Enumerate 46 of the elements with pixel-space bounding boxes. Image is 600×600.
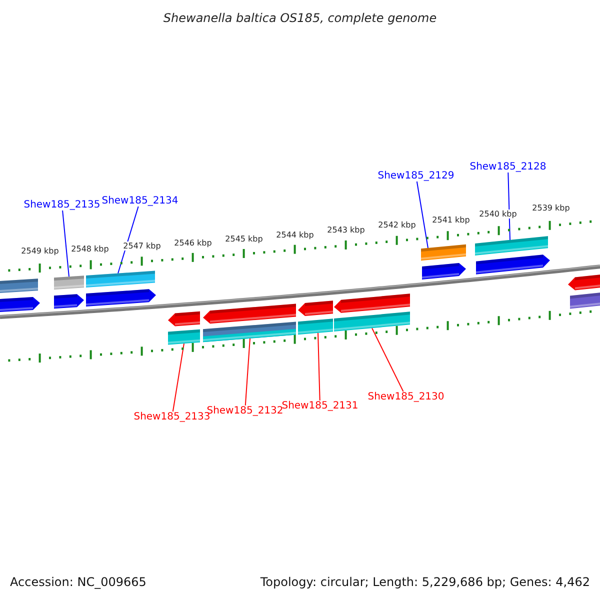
leader-line	[508, 172, 510, 240]
gene-label: Shew185_2134	[100, 196, 180, 206]
gene-block	[298, 318, 333, 335]
gene-label: Shew185_2133	[132, 412, 212, 422]
scale-label: 2544 kbp	[275, 230, 315, 240]
gene-block	[475, 236, 548, 256]
gene-block	[0, 278, 38, 294]
scale-label: 2542 kbp	[377, 220, 417, 230]
gene-block	[421, 244, 466, 261]
leader-line	[62, 210, 70, 278]
leader-line	[244, 338, 250, 406]
gene-block	[168, 311, 200, 326]
gene-block	[0, 296, 40, 312]
leader-line	[372, 328, 404, 392]
scale-label: 2543 kbp	[326, 226, 366, 234]
gene-block	[203, 304, 296, 324]
scale-label: 2539 kbp	[531, 204, 571, 212]
scale-label: 2549 kbp	[20, 246, 60, 256]
leader-line	[172, 343, 184, 412]
accession-text: Accession: NC_009665	[10, 575, 146, 589]
gene-block	[54, 276, 84, 290]
gene-block	[54, 294, 84, 309]
scale-label: 2541 kbp	[431, 216, 471, 224]
leader-line	[318, 332, 320, 401]
gene-label: Shew185_2129	[376, 170, 456, 182]
scale-label: 2548 kbp	[70, 244, 110, 254]
gene-block	[86, 289, 156, 307]
gene-block	[298, 300, 333, 316]
genome-info-text: Topology: circular; Length: 5,229,686 bp; Genes: 4,462	[260, 575, 590, 589]
leader-line	[118, 206, 139, 274]
gene-block	[168, 329, 200, 345]
gene-block	[203, 322, 296, 342]
scale-label: 2545 kbp	[224, 234, 264, 244]
gene-block	[568, 274, 600, 290]
gene-label: Shew185_2128	[468, 162, 548, 172]
title: Shewanella baltica OS185, complete genome	[163, 11, 437, 25]
leader-line	[416, 181, 428, 248]
scale-label: 2540 kbp	[478, 210, 518, 218]
gene-label: Shew185_2130	[366, 392, 446, 402]
gene-block	[86, 270, 155, 288]
gene-block	[422, 263, 466, 280]
gene-label: Shew185_2135	[22, 200, 102, 210]
scale-label: 2546 kbp	[173, 238, 213, 248]
scale-label: 2547 kbp	[122, 242, 162, 250]
gene-block	[570, 292, 600, 309]
gene-block	[476, 254, 550, 274]
